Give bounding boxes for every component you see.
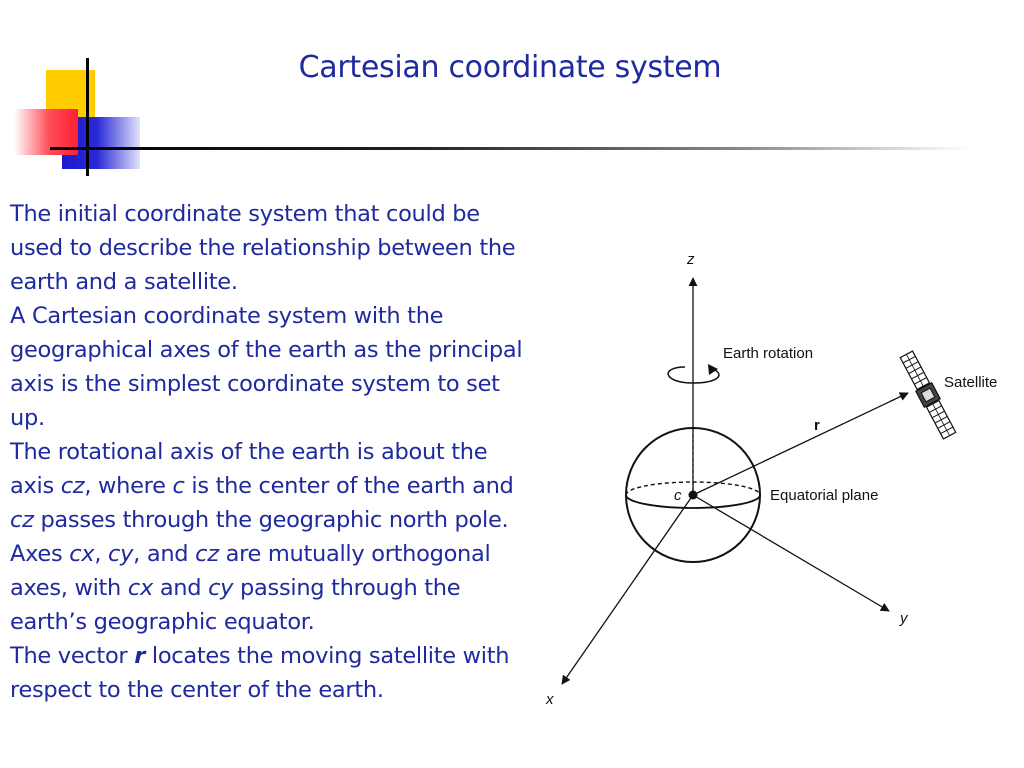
p4-cx-2: cx (127, 575, 153, 601)
p3-text-a: The rotational axis of the earth is abou… (10, 439, 488, 499)
p4-cy-2: cy (208, 575, 234, 601)
p4-cy-1: cy (108, 541, 134, 567)
r-label: r (814, 417, 820, 434)
equatorial-plane-label: Equatorial plane (770, 487, 878, 504)
satellite-icon (899, 350, 957, 440)
p5-text-a: The vector (10, 643, 135, 669)
p4-text-c: are mutually orthogonal axes, with (10, 541, 491, 601)
coordinate-diagram-svg: z Earth rotation Satellite r c Equatoria… (545, 251, 997, 708)
equator-front (625, 494, 761, 509)
p3-cz-2: cz (10, 507, 34, 533)
p4-text-d: and (152, 575, 209, 601)
p4-sep-1: , (94, 541, 109, 567)
p4-text-b: , and (133, 541, 196, 567)
x-axis (561, 494, 694, 685)
paragraph-3: The rotational axis of the earth is abou… (10, 435, 530, 537)
paragraph-2: A Cartesian coordinate system with the g… (10, 303, 523, 431)
y-axis (692, 494, 890, 612)
earth-rotation-label: Earth rotation (723, 345, 813, 362)
p4-text-e: passing through the earth’s geographic e… (10, 575, 461, 635)
z-axis-label: z (686, 251, 695, 268)
slide-body: The initial coordinate system that could… (10, 197, 530, 707)
paragraph-1: The initial coordinate system that could… (10, 201, 516, 295)
y-axis-label: y (899, 610, 909, 627)
p3-c: c (172, 473, 185, 499)
decorative-logo (0, 0, 160, 190)
paragraph-4: Axes cx, cy, and cz are mutually orthogo… (10, 537, 530, 639)
p4-text-a: Axes (10, 541, 70, 567)
paragraph-5: The vector r locates the moving satellit… (10, 639, 530, 707)
c-label: c (674, 487, 682, 504)
p5-vector-r: r (134, 643, 146, 669)
slide-title: Cartesian coordinate system (298, 50, 722, 85)
p3-text-b: , where (84, 473, 173, 499)
title-rule (50, 147, 970, 150)
r-vector (692, 392, 909, 496)
p4-cz: cz (195, 541, 219, 567)
coordinate-diagram: z Earth rotation Satellite r c Equatoria… (530, 240, 1024, 715)
p3-text-e: passes through the geographic north pole… (33, 507, 509, 533)
p3-text-d: is the center of the earth and (184, 473, 514, 499)
p5-text-b: locates the moving satellite with respec… (10, 643, 510, 703)
x-axis-label: x (545, 691, 554, 708)
satellite-label: Satellite (944, 374, 997, 391)
p3-cz-1: cz (60, 473, 85, 499)
earth-rotation-icon (667, 364, 720, 384)
logo-vertical-line (86, 58, 89, 176)
p4-cx-1: cx (69, 541, 95, 567)
